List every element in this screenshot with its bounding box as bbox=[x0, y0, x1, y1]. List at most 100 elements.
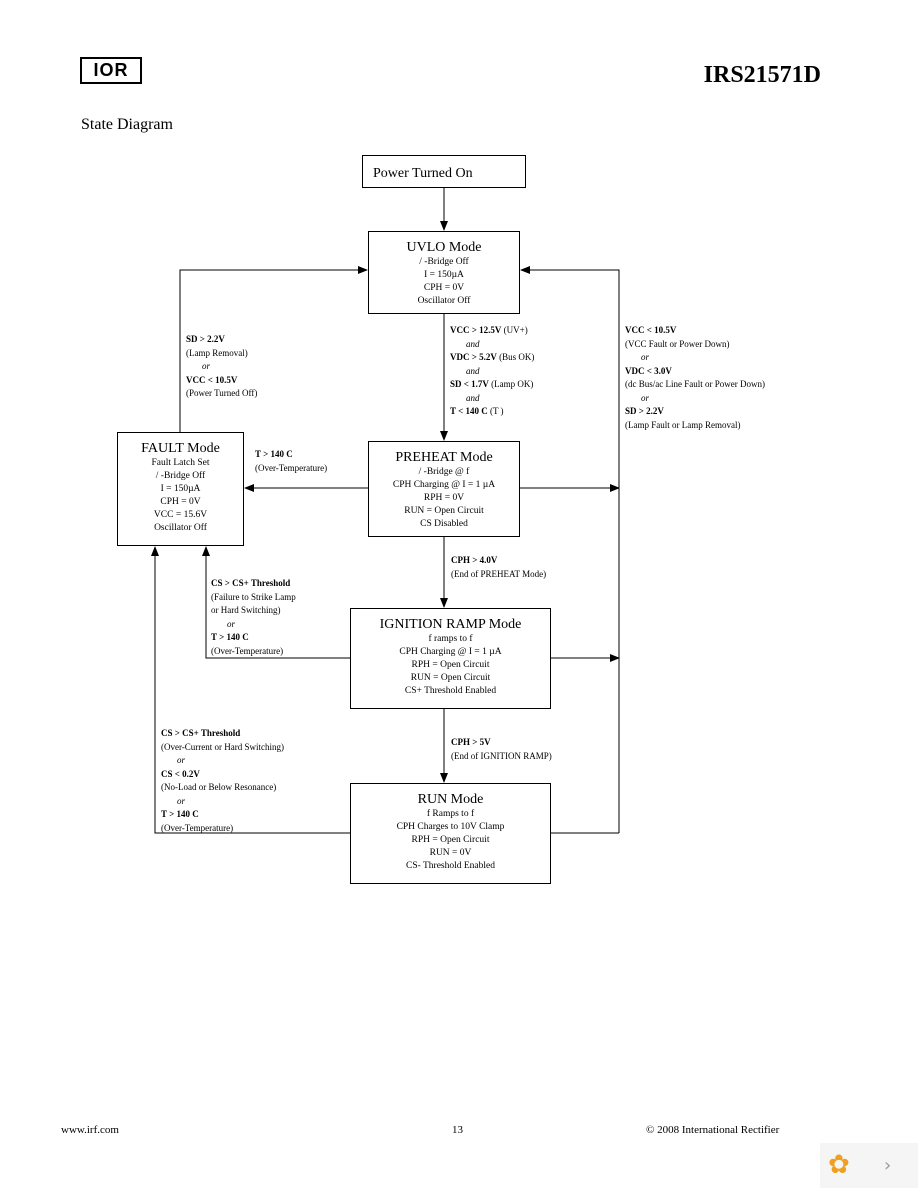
cond-or: or bbox=[641, 352, 650, 362]
cond-and: and bbox=[466, 365, 480, 376]
cond-text: (Bus OK) bbox=[496, 352, 535, 362]
cond-text: (T ) bbox=[487, 406, 504, 416]
condition-ignition-to-run: CPH > 5V (End of IGNITION RAMP) bbox=[451, 736, 552, 763]
condition-preheat-to-ignition: CPH > 4.0V (End of PREHEAT Mode) bbox=[451, 554, 546, 581]
condition-fault-to-uvlo: SD > 2.2V (Lamp Removal) or VCC < 10.5V … bbox=[186, 333, 257, 401]
cond-text: T > 140 C bbox=[255, 449, 293, 459]
ignition-line: RPH = Open Circuit bbox=[411, 660, 490, 670]
cond-text: CPH > 4.0V bbox=[451, 555, 498, 565]
footer-page-number: 13 bbox=[452, 1124, 463, 1136]
cond-or: or bbox=[177, 755, 186, 765]
preheat-line: RPH = 0V bbox=[423, 493, 465, 503]
ignition-ramp-mode-box: IGNITION RAMP Mode f ramps to f CPH Char… bbox=[350, 608, 551, 709]
arrow-run-to-fault bbox=[151, 546, 350, 834]
cond-or: or bbox=[227, 618, 236, 629]
part-number: IRS21571D bbox=[703, 62, 821, 88]
fault-line: I = 150µA bbox=[160, 484, 201, 494]
cond-text: (Over-Temperature) bbox=[211, 645, 284, 656]
viewer-nav-panel bbox=[820, 1143, 918, 1188]
cond-text: (UV+) bbox=[501, 325, 528, 335]
cond-text: VDC < 3.0V bbox=[625, 365, 672, 376]
cond-text: (End of IGNITION RAMP) bbox=[451, 750, 552, 761]
cond-text: (Over-Temperature) bbox=[255, 462, 328, 473]
cond-or: or bbox=[641, 392, 650, 403]
condition-preheat-to-fault: T > 140 C (Over-Temperature) bbox=[255, 448, 327, 475]
run-line: RPH = Open Circuit bbox=[411, 835, 490, 845]
power-on-box: Power Turned On bbox=[362, 155, 526, 188]
footer-website[interactable]: www.irf.com bbox=[61, 1124, 119, 1136]
section-title: State Diagram bbox=[81, 116, 173, 133]
cond-text: T > 140 C bbox=[211, 632, 249, 642]
leaf-logo-icon: ✿ bbox=[828, 1150, 850, 1180]
preheat-line: RUN = Open Circuit bbox=[404, 506, 484, 516]
ignition-ramp-mode-title: IGNITION RAMP Mode bbox=[379, 617, 522, 632]
condition-right-to-uvlo: VCC < 10.5V (VCC Fault or Power Down) or… bbox=[625, 324, 765, 432]
cond-text: CS > CS+ Threshold bbox=[161, 728, 241, 738]
arrow-right-to-uvlo bbox=[520, 266, 620, 833]
run-line: RUN = 0V bbox=[429, 848, 472, 858]
fault-line: / -Bridge Off bbox=[155, 471, 206, 481]
preheat-line: / -Bridge @ f bbox=[418, 467, 470, 477]
cond-text: (VCC Fault or Power Down) bbox=[625, 338, 730, 349]
cond-or: or bbox=[202, 361, 211, 371]
ignition-line: f ramps to f bbox=[428, 634, 473, 644]
preheat-mode-box: PREHEAT Mode / -Bridge @ f CPH Charging … bbox=[368, 441, 520, 537]
cond-text: CPH > 5V bbox=[451, 737, 491, 747]
run-line: CS- Threshold Enabled bbox=[405, 861, 495, 871]
cond-text: (Lamp OK) bbox=[488, 379, 534, 389]
cond-text: VCC < 10.5V bbox=[625, 325, 677, 335]
cond-text: (dc Bus/ac Line Fault or Power Down) bbox=[625, 379, 765, 389]
uvlo-line: CPH = 0V bbox=[423, 283, 465, 293]
cond-text: VDC > 5.2V bbox=[450, 352, 497, 362]
fault-line: Oscillator Off bbox=[154, 523, 207, 533]
fault-line: Fault Latch Set bbox=[151, 458, 210, 468]
cond-text: T < 140 C bbox=[450, 406, 488, 416]
cond-and: and bbox=[466, 338, 480, 349]
run-line: f Ramps to f bbox=[426, 809, 475, 819]
footer-copyright: © 2008 International Rectifier bbox=[646, 1124, 780, 1136]
cond-text: T > 140 C bbox=[161, 809, 199, 819]
power-on-title: Power Turned On bbox=[373, 166, 473, 181]
cond-text: CS > CS+ Threshold bbox=[211, 578, 291, 588]
uvlo-line: / -Bridge Off bbox=[419, 257, 469, 267]
run-line: CPH Charges to 10V Clamp bbox=[396, 822, 505, 832]
cond-text: (Lamp Removal) bbox=[186, 347, 248, 358]
condition-uvlo-to-preheat: VCC > 12.5V (UV+) and VDC > 5.2V (Bus OK… bbox=[450, 324, 534, 419]
uvlo-mode-title: UVLO Mode bbox=[406, 240, 482, 255]
uvlo-line: I = 150µA bbox=[424, 270, 464, 280]
ignition-line: CS+ Threshold Enabled bbox=[404, 686, 497, 696]
preheat-line: CPH Charging @ I = 1 µA bbox=[392, 480, 496, 490]
uvlo-mode-box: UVLO Mode / -Bridge Off I = 150µA CPH = … bbox=[368, 231, 520, 314]
cond-text: (Power Turned Off) bbox=[186, 388, 258, 398]
cond-text: (End of PREHEAT Mode) bbox=[451, 568, 547, 579]
run-mode-title: RUN Mode bbox=[417, 792, 484, 807]
cond-text: SD > 2.2V bbox=[625, 406, 664, 416]
condition-ignition-to-fault: CS > CS+ Threshold (Failure to Strike La… bbox=[211, 577, 296, 658]
ignition-line: CPH Charging @ I = 1 µA bbox=[399, 647, 502, 657]
cond-text: (Lamp Fault or Lamp Removal) bbox=[625, 419, 741, 430]
cond-text: (No-Load or Below Resonance) bbox=[161, 782, 277, 792]
condition-run-to-fault: CS > CS+ Threshold (Over-Current or Hard… bbox=[161, 727, 284, 835]
cond-text: or Hard Switching) bbox=[211, 605, 281, 615]
preheat-line: CS Disabled bbox=[420, 519, 468, 529]
cond-text: CS < 0.2V bbox=[161, 768, 200, 779]
cond-text: (Over-Temperature) bbox=[161, 822, 234, 833]
ignition-line: RUN = Open Circuit bbox=[410, 673, 491, 683]
ir-logo: IOR bbox=[80, 57, 142, 84]
cond-and: and bbox=[466, 392, 480, 403]
fault-line: CPH = 0V bbox=[160, 497, 201, 507]
fault-mode-box: FAULT Mode Fault Latch Set / -Bridge Off… bbox=[117, 432, 244, 546]
cond-text: SD > 2.2V bbox=[186, 334, 225, 344]
cond-text: (Over-Current or Hard Switching) bbox=[161, 741, 285, 752]
run-mode-box: RUN Mode f Ramps to f CPH Charges to 10V… bbox=[350, 783, 551, 884]
uvlo-line: Oscillator Off bbox=[417, 296, 471, 306]
cond-or: or bbox=[177, 795, 186, 806]
cond-text: VCC > 12.5V bbox=[450, 325, 502, 335]
arrow-fault-to-uvlo bbox=[179, 266, 368, 432]
preheat-mode-title: PREHEAT Mode bbox=[395, 450, 493, 465]
fault-mode-title: FAULT Mode bbox=[141, 441, 220, 456]
arrow-ignition-to-fault bbox=[202, 546, 350, 659]
cond-text: VCC < 10.5V bbox=[186, 374, 238, 385]
chevron-right-icon[interactable]: › bbox=[884, 1155, 892, 1176]
